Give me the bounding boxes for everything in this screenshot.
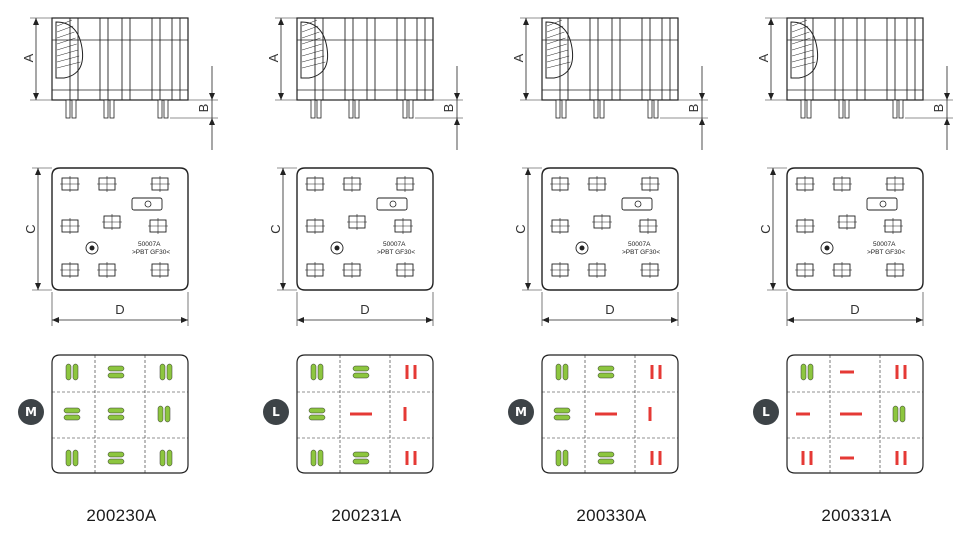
part-number-label: 200331A bbox=[821, 506, 892, 525]
marking-line1: 50007A bbox=[628, 241, 651, 248]
marking-line1: 50007A bbox=[383, 241, 406, 248]
dim-b-label: B bbox=[686, 104, 701, 113]
dim-b-label: B bbox=[196, 104, 211, 113]
size-badge: M bbox=[508, 399, 534, 425]
dim-a-label: A bbox=[756, 53, 771, 62]
side-view: AB bbox=[756, 17, 953, 150]
dim-b-label: B bbox=[441, 104, 456, 113]
side-view: AB bbox=[21, 17, 218, 150]
top-view: 50007A>PBT GF30< C D bbox=[23, 167, 189, 326]
contact-view bbox=[51, 354, 189, 474]
dim-b-label: B bbox=[931, 104, 946, 113]
marking-line1: 50007A bbox=[138, 241, 161, 248]
dim-c-label: C bbox=[23, 224, 38, 233]
marking-line1: 50007A bbox=[873, 241, 896, 248]
contact-view bbox=[296, 354, 434, 474]
part-number-label: 200231A bbox=[331, 506, 402, 525]
side-view: AB bbox=[511, 17, 708, 150]
dim-a-label: A bbox=[511, 53, 526, 62]
part-number-label: 200330A bbox=[576, 506, 647, 525]
size-badge: L bbox=[753, 399, 779, 425]
top-view: 50007A>PBT GF30< C D bbox=[513, 167, 679, 326]
marking-line2: >PBT GF30< bbox=[377, 249, 415, 256]
dim-d-label: D bbox=[115, 302, 124, 317]
dim-d-label: D bbox=[605, 302, 614, 317]
top-view: 50007A>PBT GF30< C D bbox=[268, 167, 434, 326]
contact-view bbox=[541, 354, 679, 474]
dim-d-label: D bbox=[850, 302, 859, 317]
marking-line2: >PBT GF30< bbox=[867, 249, 905, 256]
size-badge: M bbox=[18, 399, 44, 425]
size-badge: L bbox=[263, 399, 289, 425]
marking-line2: >PBT GF30< bbox=[132, 249, 170, 256]
dim-c-label: C bbox=[758, 224, 773, 233]
dim-c-label: C bbox=[268, 224, 283, 233]
dim-a-label: A bbox=[266, 53, 281, 62]
dim-c-label: C bbox=[513, 224, 528, 233]
top-view: 50007A>PBT GF30< C D bbox=[758, 167, 924, 326]
marking-line2: >PBT GF30< bbox=[622, 249, 660, 256]
part-number-label: 200230A bbox=[86, 506, 157, 525]
side-view: AB bbox=[266, 17, 463, 150]
dim-d-label: D bbox=[360, 302, 369, 317]
contact-view bbox=[786, 354, 924, 474]
dim-a-label: A bbox=[21, 53, 36, 62]
